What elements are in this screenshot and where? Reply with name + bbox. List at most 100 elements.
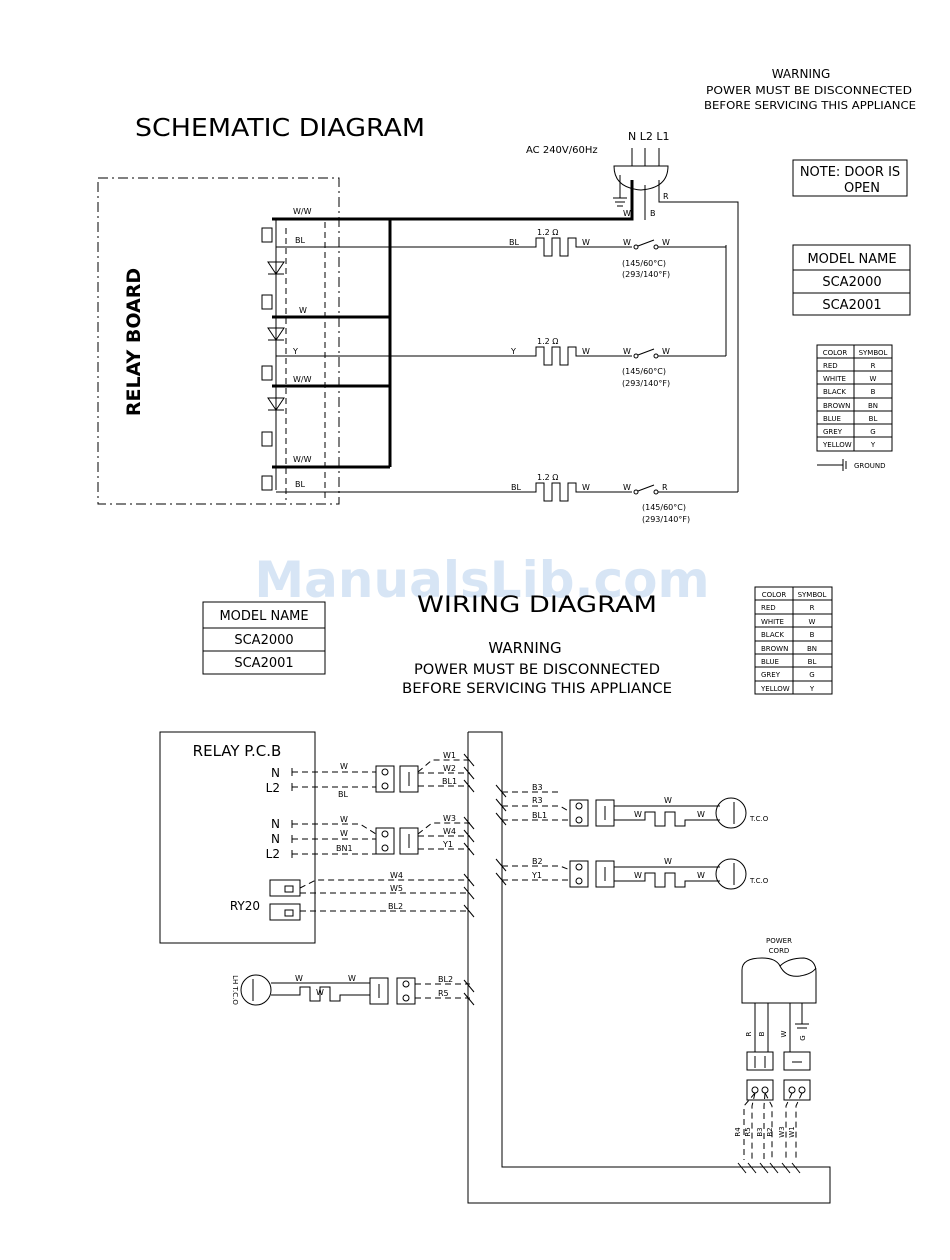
terminal-label: RY20 [230,899,260,913]
wire-label: R3 [532,796,543,805]
wire-label: W [316,988,324,997]
wire-label: B2 [532,857,543,866]
wire-label: W4 [443,827,456,836]
ground-label: GROUND [854,462,886,470]
color-header: COLOR [823,349,848,357]
wire-label: W [340,829,348,838]
color-symbol: R [871,362,876,370]
door-note-line1: NOTE: DOOR IS [800,165,900,180]
tco-label: T.C.O [749,815,769,823]
wire-label: W [697,871,705,880]
terminal-label: L2 [266,781,280,795]
wire-label: W1 [443,751,456,760]
tco-label: T.C.O [749,877,769,885]
wire-label: B2 [766,1127,774,1136]
color-symbol: R [810,604,815,612]
supply-label: AC 240V/60Hz [526,145,598,156]
heater-value: 1.2 Ω [537,228,558,237]
wire-label: BL1 [442,777,457,786]
ground-legend: GROUND [817,459,886,471]
wire-label: Y [292,347,298,356]
model-table-bottom-header: MODEL NAME [219,609,308,624]
color-header: COLOR [762,591,787,599]
power-cord-label: POWER [766,937,792,945]
wire-label: B [650,209,656,218]
color-name: GREY [823,428,843,436]
color-symbol: Y [809,685,815,693]
color-symbol: Y [870,441,876,449]
door-note-line2: OPEN [844,181,880,196]
wire-label: W [664,796,672,805]
tco-rating-f: (293/140°F) [622,379,670,388]
model-table-top-row: SCA2000 [822,275,881,290]
wire-label: R [663,192,669,201]
wire-label: W [662,238,670,247]
model-table-top-row: SCA2001 [822,298,881,313]
heater-row-3: 1.2 Ω BL W W R (145/60°C) (293/140°F) [511,473,690,524]
model-table-bottom-row: SCA2001 [234,656,293,671]
lh-tco-branch: LH T.C.O W W W BL2 R5 [231,974,470,1006]
wire-label: W3 [778,1126,786,1137]
terminal-label: L2 [266,847,280,861]
wire-label: R4 [734,1127,742,1137]
wire-label: B3 [532,783,543,792]
wire-label: W [340,762,348,771]
symbol-header: SYMBOL [798,591,827,599]
wire-label: W1 [788,1126,796,1137]
color-name: WHITE [823,375,846,383]
wiring-warning-line2: POWER MUST BE DISCONNECTED [414,662,660,678]
power-cord-label: CORD [769,947,790,955]
schematic-title: SCHEMATIC DIAGRAM [135,113,425,142]
wire-label: W [299,306,307,315]
wire-label: W [623,483,631,492]
wire-label: W [662,347,670,356]
heater-row-2: 1.2 Ω Y W W W (145/60°C) (293/140°F) [510,337,670,388]
lh-tco-label: LH T.C.O [231,975,239,1005]
symbol-header: SYMBOL [859,349,888,357]
wire-label: Y1 [531,871,542,880]
wire-label: W [582,238,590,247]
terminal-label: N [271,766,280,780]
wire-label: W [623,238,631,247]
heater-value: 1.2 Ω [537,337,558,346]
power-plug [613,148,669,207]
wire-label: W/W [293,375,312,384]
schematic-warning-line3: BEFORE SERVICING THIS APPLIANCE [704,99,916,112]
wire-label: W [582,483,590,492]
wire-label: W [664,857,672,866]
wire-label: BL2 [438,975,453,984]
tco-rating-c: (145/60°C) [622,259,666,268]
wire-label: W [348,974,356,983]
power-cord: POWER CORD R B W G R4 R5 B3 B2 W3 W1 [734,937,817,1174]
wire-label: W [340,815,348,824]
wire-label: BL1 [532,811,547,820]
wire-label: W [295,974,303,983]
color-symbol: G [870,428,875,436]
color-name: YELLOW [760,685,790,693]
heater-row-1: 1.2 Ω BL W W W (145/60°C) (293/140°F) [509,228,670,279]
door-note-box [792,159,908,197]
wire-label: R5 [438,989,449,998]
wire-label: W [697,810,705,819]
wire-label: G [799,1035,807,1040]
wire-label: Y1 [442,840,453,849]
relay-board-label: RELAY BOARD [123,268,145,416]
wire-label: BL [295,236,305,245]
wire-label: R [662,483,668,492]
wire-label: BL [338,790,348,799]
tco-branch-2: B2 Y1 W W W T.C.O [495,857,769,890]
color-name: BROWN [761,645,788,653]
color-symbol: W [870,375,877,383]
color-table-top: COLOR SYMBOL RED R WHITE W BLACK B BROWN… [816,344,893,452]
color-name: WHITE [761,618,784,626]
model-table-top: MODEL NAME SCA2000 SCA2001 [792,244,911,316]
color-name: YELLOW [822,441,852,449]
harness-trunk [467,731,831,1204]
color-name: BROWN [823,402,850,410]
wire-label: Y [510,347,516,356]
wire-label: B [758,1031,766,1036]
wire-label: W4 [390,871,403,880]
color-symbol: G [809,671,814,679]
color-name: BLACK [761,631,784,639]
